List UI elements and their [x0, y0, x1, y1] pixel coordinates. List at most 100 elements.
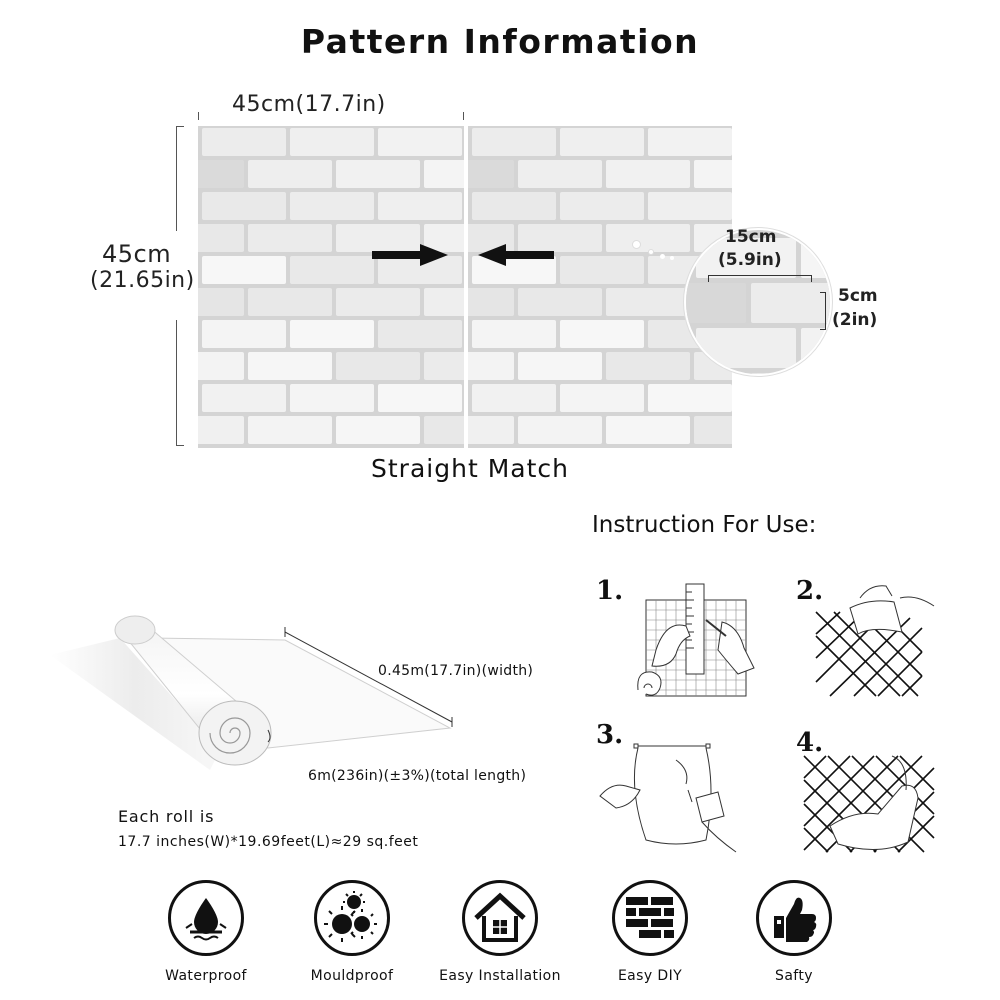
brick	[336, 288, 420, 316]
brick-panel-left	[198, 126, 464, 448]
brick	[696, 238, 796, 278]
each-roll-detail: 17.7 inches(W)*19.69feet(L)≈29 sq.feet	[118, 834, 419, 850]
brick	[424, 288, 464, 316]
brick	[468, 416, 514, 444]
brick	[248, 352, 332, 380]
brick	[378, 192, 462, 220]
wallpaper-roll-illustration	[50, 615, 453, 770]
brick	[248, 416, 332, 444]
brick	[202, 128, 286, 156]
brick	[290, 320, 374, 348]
brick	[248, 224, 332, 252]
brick	[801, 238, 830, 278]
brick	[290, 256, 374, 284]
feature-label: Waterproof	[165, 968, 247, 984]
brick-wall-icon	[612, 880, 688, 956]
brick	[560, 384, 644, 412]
brick	[606, 416, 690, 444]
brick	[696, 328, 796, 368]
brick-height-cm: 5cm	[838, 286, 878, 306]
brick	[424, 224, 464, 252]
thumbs-up-icon	[756, 880, 832, 956]
brick	[560, 320, 644, 348]
brick	[336, 224, 420, 252]
feature-easy-diy: Easy DIY	[580, 880, 720, 984]
feature-label: Mouldproof	[310, 968, 394, 984]
brick	[198, 288, 244, 316]
brick	[606, 288, 690, 316]
brick	[648, 384, 732, 412]
brick-zoom-circle	[684, 228, 832, 376]
brick	[378, 320, 462, 348]
brick	[202, 320, 286, 348]
brick	[472, 256, 556, 284]
brick	[336, 352, 420, 380]
pattern-width-label: 45cm(17.7in)	[232, 92, 386, 117]
step-4-illustration	[803, 755, 935, 853]
brick	[468, 160, 514, 188]
brick	[606, 352, 690, 380]
feature-label: Easy Installation	[439, 968, 561, 984]
brick	[468, 224, 514, 252]
brick	[198, 160, 244, 188]
brick	[694, 160, 732, 188]
brick	[202, 256, 286, 284]
brick-panel-right	[468, 126, 732, 448]
pattern-height-cm: 45cm	[102, 240, 172, 268]
brick	[518, 160, 602, 188]
height-dimension-line-bottom	[176, 320, 184, 446]
brick	[518, 416, 602, 444]
brick	[290, 192, 374, 220]
feature-label: Safty	[775, 968, 813, 984]
brick	[518, 224, 602, 252]
page-title: Pattern Information	[300, 22, 700, 61]
step-3-illustration	[599, 743, 737, 853]
brick-height-bracket	[820, 292, 826, 330]
roll-length-label: 6m(236in)(±3%)(total length)	[308, 768, 527, 784]
brick	[202, 192, 286, 220]
feature-label: Easy DIY	[617, 968, 683, 984]
feature-easy-installation: Easy Installation	[430, 880, 570, 984]
pattern-height-in: (21.65in)	[90, 268, 195, 293]
roll-width-label: 0.45m(17.7in)(width)	[378, 663, 534, 679]
brick	[801, 328, 830, 368]
brick	[336, 160, 420, 188]
arrow-right-icon	[372, 244, 448, 266]
house-icon	[462, 880, 538, 956]
width-dimension-line	[198, 112, 464, 120]
brick	[686, 283, 746, 323]
brick	[468, 288, 514, 316]
feature-waterproof: Waterproof	[136, 880, 276, 984]
brick	[560, 256, 644, 284]
brick	[560, 192, 644, 220]
arrow-left-icon	[478, 244, 554, 266]
mould-icon	[314, 880, 390, 956]
step-number: 3.	[596, 720, 624, 750]
brick	[248, 160, 332, 188]
brick	[202, 384, 286, 412]
brick	[198, 352, 244, 380]
brick-height-in: (2in)	[832, 310, 878, 330]
brick	[472, 128, 556, 156]
feature-mouldproof: Mouldproof	[282, 880, 422, 984]
brick	[336, 416, 420, 444]
brick	[248, 288, 332, 316]
brick	[606, 224, 690, 252]
brick	[378, 128, 462, 156]
brick	[290, 128, 374, 156]
brick-width-bracket	[708, 275, 812, 282]
brick	[518, 352, 602, 380]
brick	[468, 352, 514, 380]
brick	[424, 160, 464, 188]
brick	[694, 416, 732, 444]
brick	[648, 192, 732, 220]
brick	[686, 373, 746, 374]
brick	[751, 373, 830, 374]
brick	[198, 416, 244, 444]
brick	[648, 128, 732, 156]
brick	[424, 416, 464, 444]
match-type-label: Straight Match	[371, 454, 569, 483]
brick	[198, 224, 244, 252]
brick-width-cm: 15cm	[725, 227, 777, 247]
brick	[424, 352, 464, 380]
